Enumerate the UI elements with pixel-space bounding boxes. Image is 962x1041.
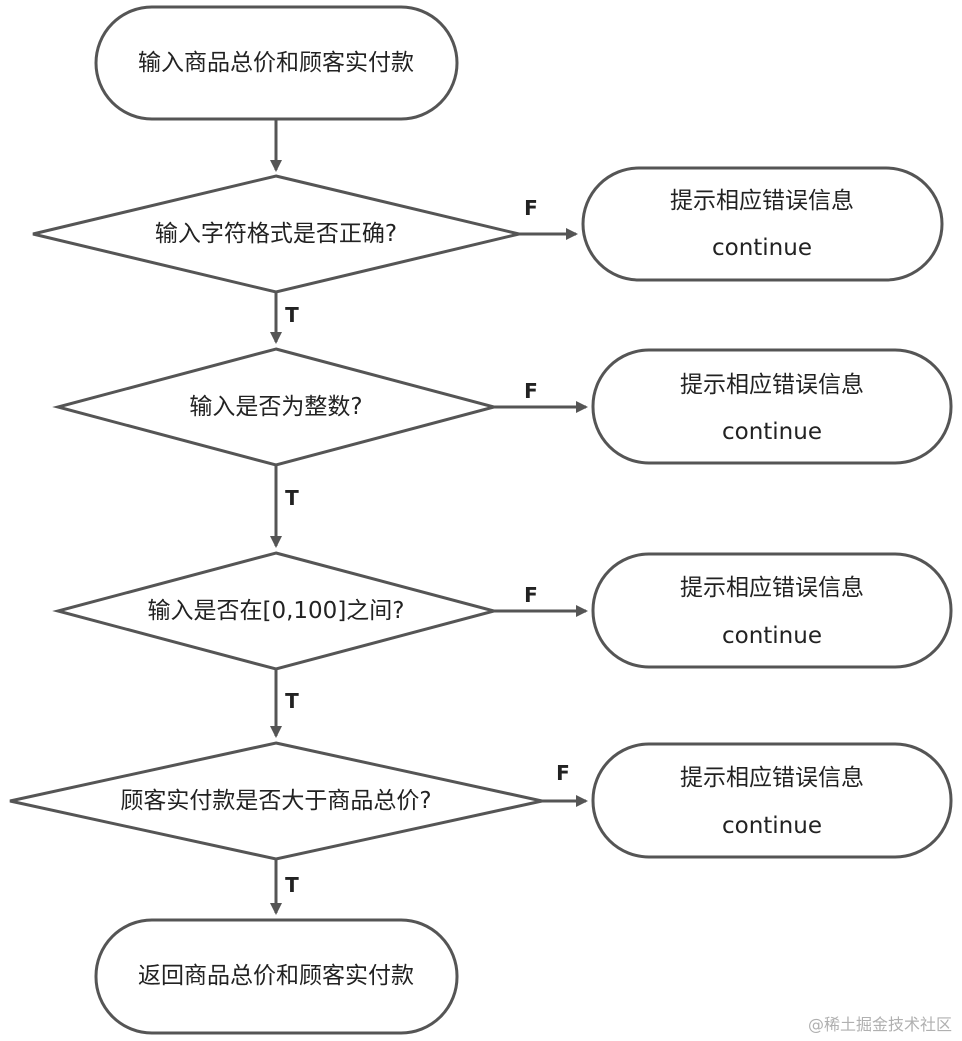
decision-4-false-label: F bbox=[556, 761, 570, 785]
decision-1-false-label: F bbox=[524, 196, 538, 220]
error-node-3 bbox=[591, 552, 953, 669]
error-node-3-line1: 提示相应错误信息 bbox=[680, 575, 864, 601]
decision-1-label: 输入字符格式是否正确? bbox=[155, 221, 397, 247]
error-node-3-line2: continue bbox=[722, 623, 822, 649]
error-node-2-line2: continue bbox=[722, 419, 822, 445]
decision-4-true-label: T bbox=[285, 873, 299, 897]
decision-3-false-label: F bbox=[524, 583, 538, 607]
decision-3-true-label: T bbox=[285, 689, 299, 713]
decision-2-true-label: T bbox=[285, 486, 299, 510]
error-node-4-line1: 提示相应错误信息 bbox=[680, 765, 864, 791]
error-node-4 bbox=[591, 742, 953, 859]
end-node-label: 返回商品总价和顾客实付款 bbox=[138, 963, 414, 989]
decision-2-false-label: F bbox=[524, 379, 538, 403]
decision-2-label: 输入是否为整数? bbox=[189, 394, 362, 420]
error-node-1-line1: 提示相应错误信息 bbox=[670, 188, 854, 214]
start-node-label: 输入商品总价和顾客实付款 bbox=[138, 50, 414, 76]
watermark: @稀土掘金技术社区 bbox=[807, 1015, 952, 1034]
error-node-1-line2: continue bbox=[712, 235, 812, 261]
error-node-2-line1: 提示相应错误信息 bbox=[680, 372, 864, 398]
decision-1-true-label: T bbox=[285, 303, 299, 327]
decision-3-label: 输入是否在[0,100]之间? bbox=[148, 598, 405, 624]
error-node-2 bbox=[591, 348, 953, 465]
error-node-1 bbox=[581, 166, 944, 282]
error-node-4-line2: continue bbox=[722, 813, 822, 839]
end-node bbox=[94, 918, 459, 1035]
decision-4-label: 顾客实付款是否大于商品总价? bbox=[120, 788, 431, 814]
